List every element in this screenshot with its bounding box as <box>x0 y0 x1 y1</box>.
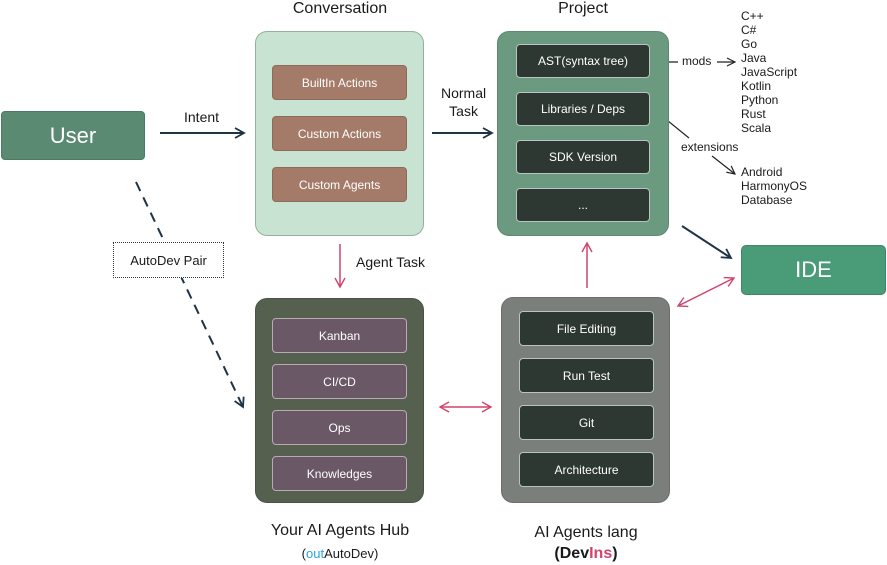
extensions-list: Android HarmonyOS Database <box>741 165 807 207</box>
mod-item: Kotlin <box>741 79 772 93</box>
extension-item: Database <box>741 193 793 207</box>
project-title: Project <box>558 0 608 17</box>
extension-item: Android <box>741 165 783 179</box>
mods-list: C++ C# Go Java JavaScript Kotlin Python … <box>741 9 797 135</box>
user-label: User <box>49 122 97 148</box>
extensions-arrow <box>711 155 735 174</box>
mods-label: mods <box>682 54 712 68</box>
mod-item: Scala <box>741 121 772 135</box>
lang-ide-arrow <box>676 276 736 308</box>
mod-item: Go <box>741 37 758 51</box>
extensions-label: extensions <box>681 140 739 154</box>
hub-subtitle-out: out <box>306 546 325 561</box>
lang-item: Architecture <box>519 452 654 487</box>
normal-task-label: Normal Task <box>441 85 487 119</box>
lang-item: File Editing <box>519 311 654 346</box>
hub-item: Ops <box>272 410 407 445</box>
project-item: ... <box>516 188 650 222</box>
mod-item: JavaScript <box>741 65 798 79</box>
autodev-pair-arrow <box>135 181 245 409</box>
project-item: SDK Version <box>516 140 650 174</box>
project-item: Libraries / Deps <box>516 92 650 126</box>
lang-subtitle: (DevIns) <box>554 545 618 562</box>
mod-item: Rust <box>741 107 766 121</box>
lang-item: Run Test <box>519 358 654 393</box>
extension-item: HarmonyOS <box>741 179 808 193</box>
lang-item: Git <box>519 405 654 440</box>
hub-subtitle: (outAutoDev) <box>301 546 379 561</box>
conversation-item: BuiltIn Actions <box>272 65 407 100</box>
user-box: User <box>1 111 145 160</box>
hub-item: Kanban <box>272 318 407 353</box>
hub-item: Knowledges <box>272 456 407 491</box>
mod-item: C# <box>741 23 757 37</box>
lang-subtitle-ins: Ins <box>589 545 613 562</box>
hub-item: CI/CD <box>272 364 407 399</box>
mod-item: Python <box>741 93 779 107</box>
project-item: AST(syntax tree) <box>516 44 650 78</box>
mod-item: Java <box>741 51 767 65</box>
conversation-item: Custom Agents <box>272 167 407 202</box>
ide-label: IDE <box>795 257 832 282</box>
lang-title: AI Agents lang <box>534 524 638 541</box>
conversation-item: Custom Actions <box>272 116 407 151</box>
conversation-title: Conversation <box>292 0 388 17</box>
mod-item: C++ <box>741 9 764 23</box>
ide-box: IDE <box>741 245 886 295</box>
autodev-pair-label: AutoDev Pair <box>113 242 224 278</box>
project-ide-arrow <box>681 225 733 260</box>
intent-label: Intent <box>184 109 220 125</box>
hub-title: Your AI Agents Hub <box>270 522 410 539</box>
agent-task-label: Agent Task <box>356 254 426 270</box>
